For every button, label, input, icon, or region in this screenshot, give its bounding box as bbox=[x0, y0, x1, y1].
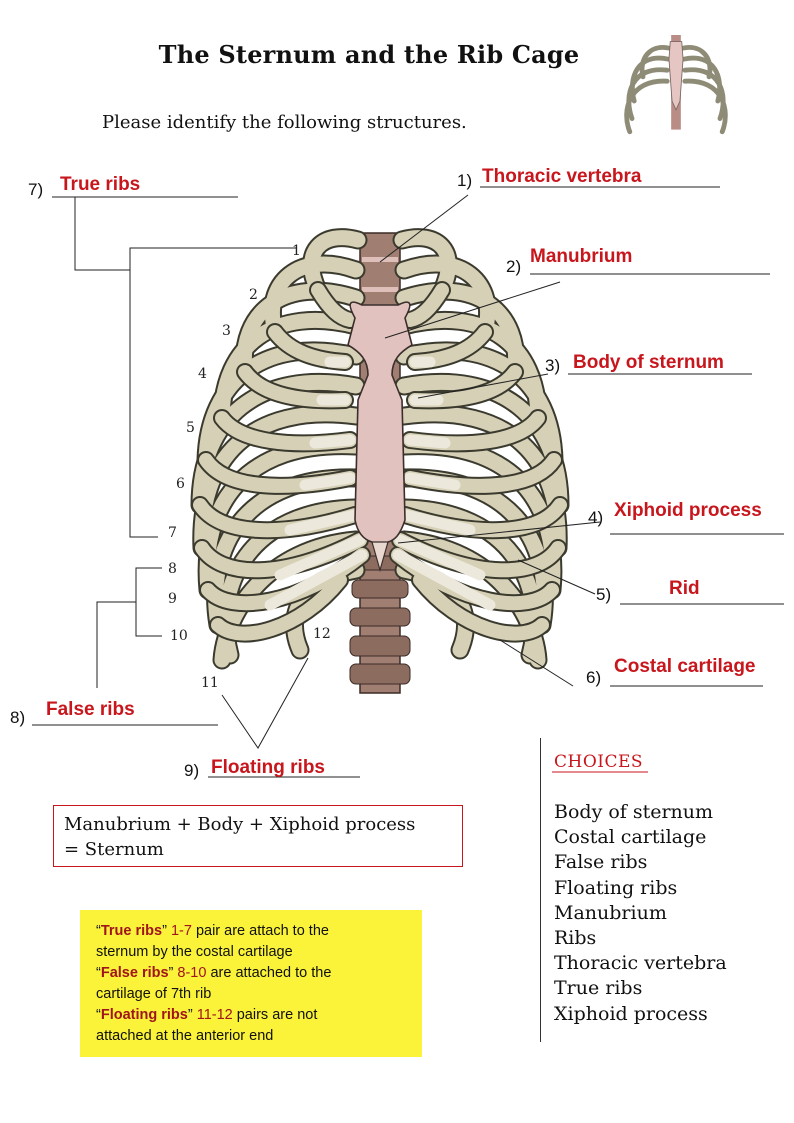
rib-number-10: 10 bbox=[170, 628, 188, 644]
label-9-number: 9) bbox=[184, 761, 200, 780]
rib-number-9: 9 bbox=[168, 591, 177, 607]
rib-cage-thumbnail bbox=[624, 35, 728, 135]
note-floating-ribs-cont: attached at the anterior end bbox=[96, 1028, 274, 1044]
label-4-number: 4) bbox=[588, 508, 604, 527]
label-7-answer: True ribs bbox=[60, 174, 141, 195]
equation-line-2: = Sternum bbox=[64, 839, 164, 860]
page-title: The Sternum and the Rib Cage bbox=[158, 40, 580, 69]
rib-types-note: “True ribs” 1-7 pair are attach to the s… bbox=[80, 910, 422, 1057]
rib-number-2: 2 bbox=[249, 287, 258, 303]
note-floating-ribs: “Floating ribs” 11-12 pairs are not bbox=[96, 1007, 318, 1023]
rib-number-1: 1 bbox=[292, 243, 301, 259]
sternum bbox=[347, 301, 413, 557]
label-9-answer: Floating ribs bbox=[211, 757, 325, 778]
choice-item: Ribs bbox=[554, 927, 597, 950]
rib-number-3: 3 bbox=[222, 323, 231, 339]
choice-item: False ribs bbox=[554, 851, 648, 874]
label-2-answer: Manubrium bbox=[530, 246, 633, 267]
note-false-ribs: “False ribs” 8-10 are attached to the bbox=[96, 965, 332, 981]
sternum-equation-box: Manubrium + Body + Xiphoid process = Ste… bbox=[53, 805, 463, 867]
rib-number-8: 8 bbox=[168, 561, 177, 577]
choice-item: Costal cartilage bbox=[554, 826, 707, 849]
costal-cartilage bbox=[264, 356, 496, 611]
label-3-answer: Body of sternum bbox=[573, 352, 724, 373]
rib-number-7: 7 bbox=[168, 525, 177, 541]
label-1-answer: Thoracic vertebra bbox=[482, 166, 642, 187]
label-4-answer: Xiphoid process bbox=[614, 500, 762, 521]
rib-number-12: 12 bbox=[313, 626, 331, 642]
answer-underlines bbox=[32, 186, 784, 778]
choice-item: Floating ribs bbox=[554, 876, 678, 899]
choice-item: Thoracic vertebra bbox=[554, 952, 727, 975]
label-7-number: 7) bbox=[28, 180, 44, 199]
label-8-number: 8) bbox=[10, 708, 26, 727]
note-false-ribs-cont: cartilage of 7th rib bbox=[96, 986, 212, 1002]
rib-number-5: 5 bbox=[186, 420, 195, 436]
choice-item: Body of sternum bbox=[554, 801, 714, 823]
xiphoid-shape bbox=[371, 541, 389, 573]
choices-list: Body of sternum Costal cartilage False r… bbox=[554, 800, 727, 1027]
label-8-answer: False ribs bbox=[46, 699, 135, 720]
instruction-text: Please identify the following structures… bbox=[102, 112, 467, 133]
rib-number-11: 11 bbox=[201, 675, 219, 691]
label-5-number: 5) bbox=[596, 585, 612, 604]
note-true-ribs: “True ribs” 1-7 pair are attach to the bbox=[96, 923, 329, 939]
label-6-number: 6) bbox=[586, 668, 602, 687]
choice-item: Xiphoid process bbox=[554, 1002, 708, 1025]
label-2-number: 2) bbox=[506, 257, 522, 276]
choice-item: True ribs bbox=[554, 977, 643, 1000]
rib-cage-main bbox=[190, 228, 570, 694]
label-5-answer: Rid bbox=[669, 578, 700, 599]
rib-number-4: 4 bbox=[198, 366, 207, 382]
label-3-number: 3) bbox=[545, 356, 561, 375]
pointer-lines bbox=[74, 194, 601, 749]
choices-divider bbox=[540, 738, 541, 1042]
choices-heading: CHOICES bbox=[554, 752, 644, 772]
label-1-number: 1) bbox=[457, 171, 473, 190]
rib-number-6: 6 bbox=[176, 476, 185, 492]
note-true-ribs-cont: sternum by the costal cartilage bbox=[96, 944, 293, 960]
equation-line-1: Manubrium + Body + Xiphoid process bbox=[64, 814, 416, 835]
choice-item: Manubrium bbox=[554, 901, 667, 924]
label-6-answer: Costal cartilage bbox=[614, 656, 756, 677]
